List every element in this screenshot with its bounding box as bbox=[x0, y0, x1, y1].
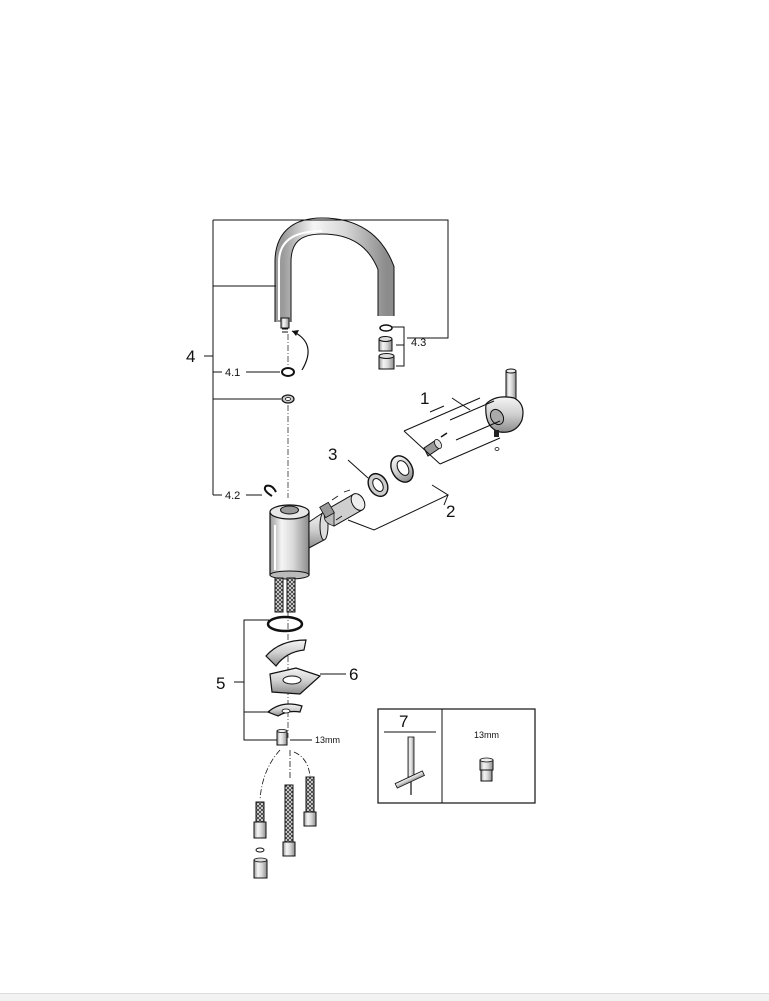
tool-box-number: 7 bbox=[399, 712, 408, 731]
tool-box bbox=[377, 708, 536, 804]
adapter bbox=[423, 432, 448, 457]
rotation-arrow-icon bbox=[291, 330, 309, 371]
label-6: 6 bbox=[349, 665, 358, 684]
supply-hoses bbox=[253, 749, 317, 879]
group-1-bracket bbox=[403, 397, 501, 465]
lever-handle bbox=[485, 368, 524, 451]
bottom-strip bbox=[0, 993, 769, 1001]
spout bbox=[274, 217, 395, 333]
group-4-bracket bbox=[204, 219, 449, 496]
label-nut-size: 13mm bbox=[315, 735, 340, 745]
label-2: 2 bbox=[446, 502, 455, 521]
retaining-clip bbox=[263, 484, 277, 497]
faucet-body bbox=[269, 504, 329, 580]
label-4-2: 4.2 bbox=[225, 490, 240, 502]
label-5: 5 bbox=[216, 674, 225, 693]
label-4-1: 4.1 bbox=[225, 367, 240, 379]
label-1: 1 bbox=[420, 389, 429, 408]
nut-insert-icon bbox=[479, 757, 494, 782]
tool-box-size: 13mm bbox=[474, 730, 499, 740]
spout-seals bbox=[281, 334, 295, 498]
label-3: 3 bbox=[328, 445, 337, 464]
label-4: 4 bbox=[186, 347, 195, 366]
group-5-bracket bbox=[234, 619, 346, 741]
aerator-parts bbox=[378, 324, 395, 370]
seal-ring bbox=[367, 472, 389, 498]
group-2-bracket bbox=[347, 459, 450, 531]
cartridge bbox=[319, 489, 366, 527]
cap-nut bbox=[390, 455, 414, 483]
label-4-3: 4.3 bbox=[411, 337, 426, 349]
fixing-set bbox=[265, 615, 322, 746]
wrench-tool-icon bbox=[394, 736, 425, 795]
